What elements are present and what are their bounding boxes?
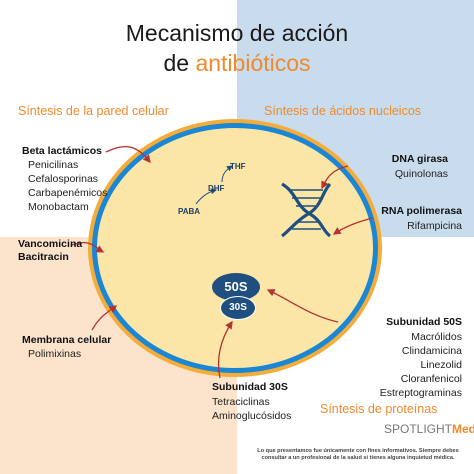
brand-logo: SPOTLIGHTMed [384,422,474,436]
item-aminoglycosides: Aminoglucósidos [212,410,292,422]
head-beta-lactams: Beta lactámicos [22,145,102,157]
dna-rungs [290,189,323,230]
section-protein-synthesis: Síntesis de proteínas [320,402,438,416]
item-clindamycin: Clindamicina [401,345,462,357]
ribosome-30s: 30S [220,296,256,320]
item-penicillins: Penicilinas [28,159,79,171]
item-chloramphenicol: Cloranfenicol [400,373,462,385]
head-50s-subunit: Subunidad 50S [386,316,462,328]
arrow-vancomycin [71,241,105,253]
item-monobactam: Monobactam [28,201,89,213]
arrow-30s [217,320,233,379]
dna-helix-icon [281,182,332,238]
bacterial-cell [92,123,378,373]
item-linezolid: Linezolid [420,359,462,371]
head-membrane: Membrana celular [22,334,112,346]
arrow-beta-lactams [105,146,151,163]
head-dna-gyrase: DNA girasa [391,153,448,165]
brand-suffix: Med [452,422,474,436]
label-thf: THF [230,162,246,171]
head-rna-polymerase: RNA polimerasa [381,205,462,217]
brand-name: SPOTLIGHT [384,422,453,436]
arrow-membrane [91,305,118,331]
title-line-1: Mecanismo de acción [125,20,349,46]
item-quinolones: Quinolonas [394,168,448,180]
arrow-dhf-thf [221,165,233,183]
disclaimer-text: Lo que presentamos fue únicamente con fi… [257,448,459,461]
head-bacitracin: Bacitracin [18,251,69,263]
head-30s-subunit: Subunidad 30S [212,381,288,393]
label-paba: PABA [178,207,201,216]
section-nucleic-acids: Síntesis de ácidos nucleicos [264,104,422,118]
arrow-50s [266,289,339,323]
arrow-rna-polymerase [332,217,373,235]
section-cell-wall: Síntesis de la pared celular [18,104,169,118]
item-cephalosporins: Cefalosporinas [28,173,99,185]
arrow-dna-gyrase [321,165,349,190]
title-line-2-highlight: antibióticos [195,50,311,76]
title-line-2-prefix: de [163,50,190,76]
item-polymyxins: Polimixinas [28,348,82,360]
item-macrolides: Macrólidos [411,331,462,343]
arrow-paba-dhf [195,188,217,205]
item-rifampicin: Rifampicina [407,220,462,232]
item-tetracyclines: Tetraciclinas [212,396,270,408]
item-streptogramins: Estreptograminas [379,387,462,399]
item-carbapenems: Carbapenémicos [28,187,108,199]
label-dhf: DHF [208,184,225,193]
head-vancomycin: Vancomicina [18,238,83,250]
title-line-2: de antibióticos [0,50,474,77]
